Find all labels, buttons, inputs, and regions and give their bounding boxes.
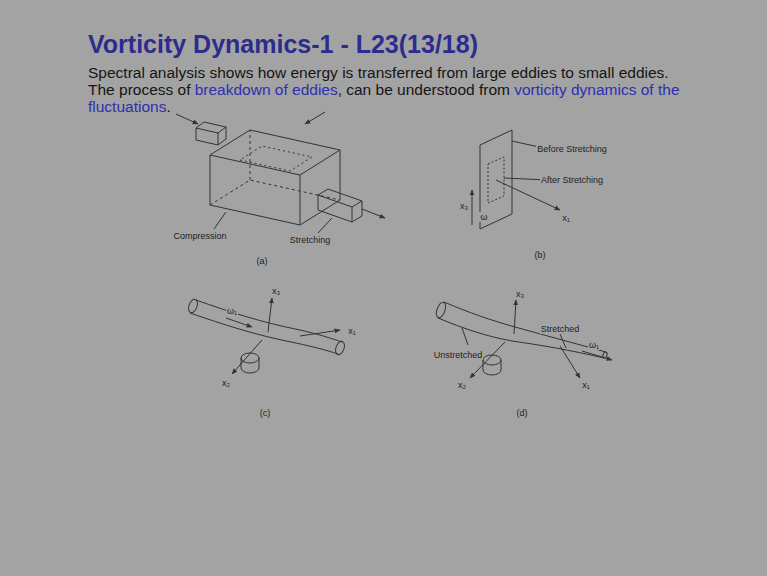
drawing-stroke [300, 330, 340, 336]
drawing-stroke [241, 353, 259, 363]
drawing-stroke [483, 355, 501, 365]
drawing-stroke [582, 351, 612, 360]
drawing-stroke [196, 127, 226, 145]
figure-label: Before Stretching [536, 144, 608, 154]
drawing-stroke [483, 360, 501, 370]
figure-label: ω₁ [588, 340, 600, 350]
drawing-stroke [240, 146, 312, 171]
figure-label: x₃ [271, 286, 281, 296]
figure-label: Compression [172, 231, 227, 241]
figure-d [435, 300, 612, 378]
figure-label: After Stretching [540, 175, 604, 185]
drawing-stroke [560, 346, 580, 378]
subfigure-tag: (b) [534, 250, 547, 260]
figure-c [187, 298, 346, 374]
drawing-stroke [241, 358, 259, 368]
figure-label: x₃ [515, 289, 525, 299]
drawing-stroke [241, 368, 259, 373]
drawing-stroke [334, 340, 346, 356]
figure-label: x₂ [221, 378, 231, 388]
drawing-stroke [480, 130, 512, 229]
figure-label: Stretching [289, 235, 332, 245]
slide-title: Vorticity Dynamics-1 - L23(13/18) [88, 30, 478, 59]
figure-label: ω₁ [226, 306, 238, 316]
drawing-stroke [560, 334, 566, 348]
drawing-stroke [210, 130, 340, 175]
drawing-stroke [318, 218, 332, 233]
figure-label: x₁ [347, 326, 357, 336]
figure-label: Stretched [540, 324, 581, 334]
drawing-stroke [232, 340, 262, 374]
subfigure-tag: (a) [256, 256, 269, 266]
drawing-stroke [318, 189, 362, 207]
figure-label: x₁ [561, 213, 571, 223]
figure-a [176, 112, 385, 233]
drawing-stroke [470, 342, 505, 378]
drawing-stroke [187, 298, 199, 314]
drawing-stroke [226, 318, 252, 327]
drawing-stroke [196, 122, 226, 133]
drawing-stroke [210, 155, 300, 225]
drawing-stroke [305, 112, 325, 124]
highlighted-text: breakdown of eddies [195, 81, 338, 98]
drawing-stroke [514, 300, 516, 334]
figure-label: x₁ [581, 380, 591, 390]
drawing-stroke [318, 195, 362, 222]
drawing-stroke [300, 150, 340, 225]
body-text: Spectral analysis shows how energy is tr… [88, 64, 698, 115]
figure-label: x₃ [459, 201, 469, 211]
figure-label: x₂ [457, 380, 467, 390]
body-text-part: can be understood from [346, 81, 510, 98]
drawing-stroke [462, 328, 468, 345]
drawing-stroke [214, 212, 226, 229]
drawing-stroke [435, 301, 448, 319]
drawing-stroke [268, 298, 272, 332]
figure-label: Unstretched [433, 350, 484, 360]
subfigure-tag: (d) [516, 408, 529, 418]
drawing-stroke [176, 114, 198, 124]
drawing-stroke [444, 302, 606, 352]
drawing-stroke [362, 209, 385, 218]
body-text-part: . [166, 98, 170, 115]
figure-label: ω [479, 212, 488, 222]
subfigure-tag: (c) [259, 408, 272, 418]
body-text-part: , [338, 81, 342, 98]
drawing-stroke [483, 370, 501, 375]
drawing-stroke [472, 190, 473, 225]
